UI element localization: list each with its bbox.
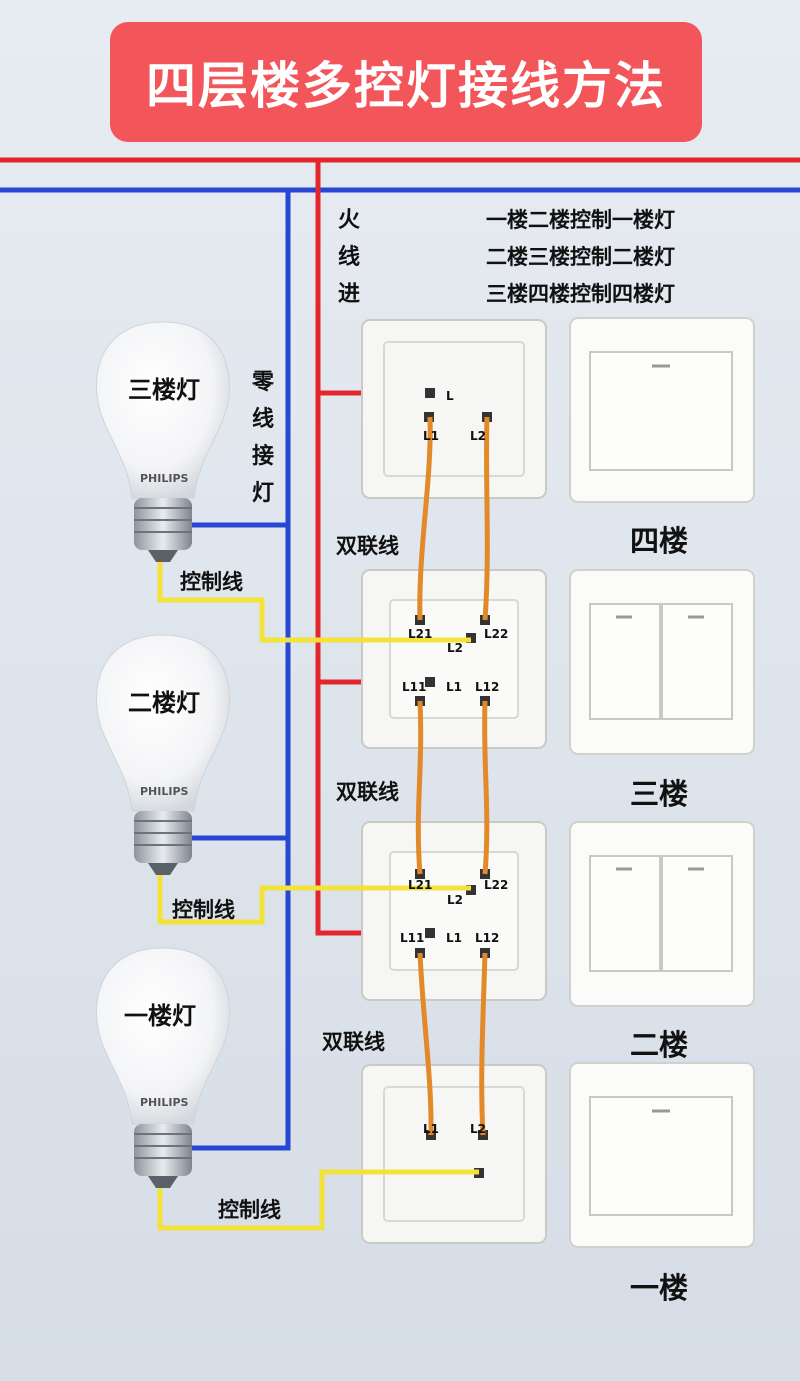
control-wire-second xyxy=(157,870,471,925)
switch-back-fourth xyxy=(361,319,547,499)
live-in-char-2: 线 xyxy=(337,245,360,270)
switch-panel-first xyxy=(569,1062,755,1248)
control-label-first: 控制线 xyxy=(218,1198,281,1222)
bulb-third xyxy=(95,321,231,562)
note-2: 二楼三楼控制二楼灯 xyxy=(486,245,675,269)
lamp-brand-first: PHILIPS xyxy=(140,1096,189,1109)
term-2-L1: L1 xyxy=(446,931,462,945)
bulb-first xyxy=(95,947,231,1188)
live-in-char-1: 火 xyxy=(337,208,360,233)
term-1-L2: L2 xyxy=(470,1122,486,1136)
term-2-L21: L21 xyxy=(408,878,433,892)
term-4-L2: L2 xyxy=(470,429,486,443)
term-2-L11: L11 xyxy=(400,931,425,945)
switch-back-third xyxy=(361,569,547,749)
neutral-char-1: 零 xyxy=(251,370,274,395)
double-wire-label-3: 双联线 xyxy=(322,1030,385,1054)
term-3-L1: L1 xyxy=(446,680,462,694)
note-1: 一楼二楼控制一楼灯 xyxy=(486,208,675,232)
live-in-char-3: 进 xyxy=(337,282,360,307)
double-wire-label-1: 双联线 xyxy=(336,534,399,558)
floor-label-fourth: 四楼 xyxy=(630,524,689,558)
neutral-label: 零 线 接 灯 xyxy=(250,364,276,512)
control-wire-first xyxy=(157,1169,479,1231)
floor-label-second: 二楼 xyxy=(630,1028,689,1062)
neutral-char-2: 线 xyxy=(251,407,274,432)
neutral-char-3: 接 xyxy=(251,444,274,469)
page-title: 四层楼多控灯接线方法 xyxy=(146,57,666,115)
term-3-L11: L11 xyxy=(402,680,427,694)
floor-label-first: 一楼 xyxy=(630,1271,689,1305)
bulb-second xyxy=(95,634,231,875)
note-3: 三楼四楼控制四楼灯 xyxy=(486,282,675,306)
neutral-char-4: 灯 xyxy=(251,481,274,506)
control-label-second: 控制线 xyxy=(172,898,235,922)
lamp-label-second: 二楼灯 xyxy=(128,689,200,717)
switch-back-first xyxy=(361,1064,547,1244)
term-2-L12: L12 xyxy=(475,931,500,945)
term-1-L1: L1 xyxy=(423,1122,439,1136)
control-label-third: 控制线 xyxy=(180,570,243,594)
term-2-L2: L2 xyxy=(447,893,463,907)
lamp-label-third: 三楼灯 xyxy=(128,376,200,404)
term-2-L22: L22 xyxy=(484,878,509,892)
term-3-L12: L12 xyxy=(475,680,500,694)
term-3-L21: L21 xyxy=(408,627,433,641)
term-3-L22: L22 xyxy=(484,627,509,641)
lamp-brand-second: PHILIPS xyxy=(140,785,189,798)
term-3-L2: L2 xyxy=(447,641,463,655)
neutral-vertical-line xyxy=(188,190,291,1151)
title-banner: 四层楼多控灯接线方法 xyxy=(110,22,702,142)
switch-panel-third xyxy=(569,569,755,755)
term-4-L: L xyxy=(446,389,454,403)
floor-label-third: 三楼 xyxy=(630,777,689,811)
traveler-wires xyxy=(415,416,490,1136)
live-in-label: 火 线 进 xyxy=(336,202,362,313)
switch-back-second xyxy=(361,821,547,1001)
switch-panel-fourth xyxy=(569,317,755,503)
double-wire-label-2: 双联线 xyxy=(336,780,399,804)
lamp-brand-third: PHILIPS xyxy=(140,472,189,485)
lamp-label-first: 一楼灯 xyxy=(124,1002,196,1030)
control-wire-third xyxy=(157,560,471,643)
term-4-L1: L1 xyxy=(423,429,439,443)
switch-panel-second xyxy=(569,821,755,1007)
